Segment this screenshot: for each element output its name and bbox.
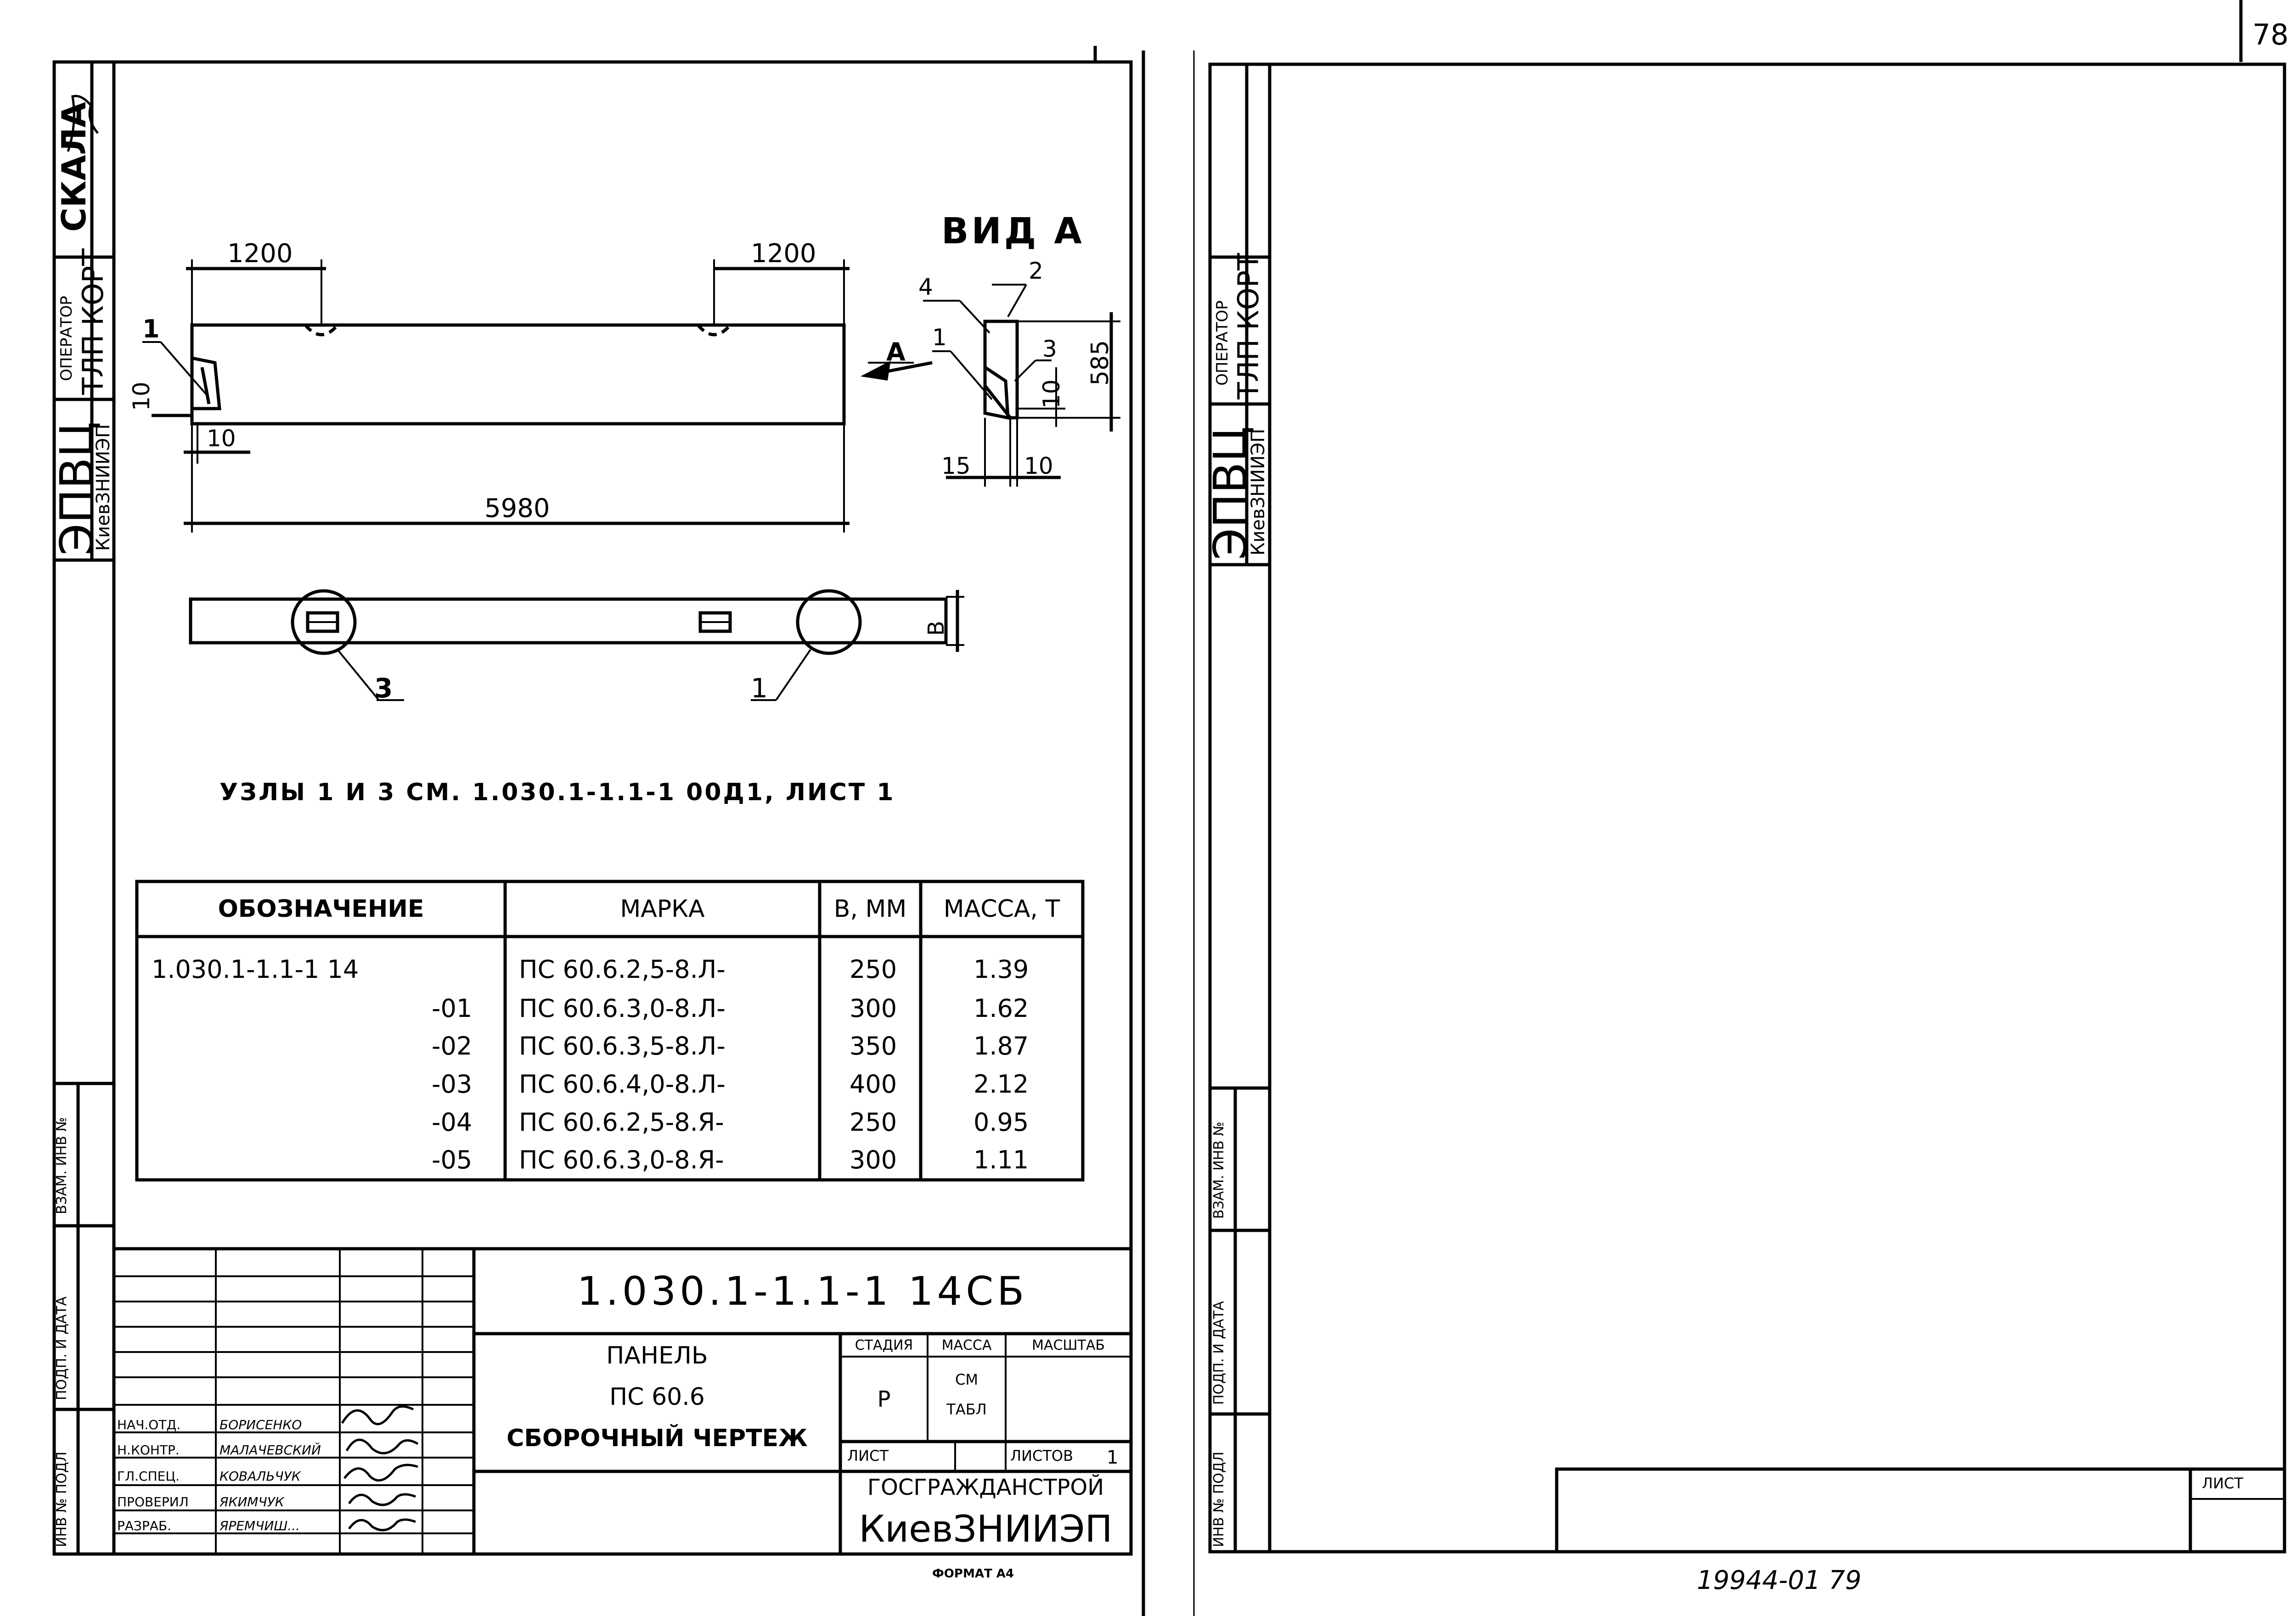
listov-value: 1: [1107, 1447, 1119, 1468]
nodes-note: УЗЛЫ 1 И 3 СМ. 1.030.1-1.1-1 00Д1, ЛИСТ …: [219, 779, 895, 806]
list-header: ЛИСТ: [847, 1447, 889, 1464]
row-mass: 1.62: [974, 994, 1029, 1023]
dim-b: В: [923, 621, 949, 636]
table-header-mark: МАРКА: [620, 895, 705, 923]
row-mark: ПС 60.6.2,5-8.Я-: [519, 1108, 724, 1137]
callout-3-plan: 3: [374, 673, 393, 704]
massa-header: МАССА: [941, 1337, 992, 1353]
role-label: РАЗРАБ.: [117, 1518, 172, 1533]
row-code: -05: [432, 1145, 473, 1174]
stamp-operator: ОПЕРАТОР: [57, 296, 76, 381]
row-b: 350: [850, 1032, 897, 1060]
row-code: -01: [432, 994, 473, 1023]
row-mass: 1.39: [974, 955, 1029, 984]
row-b: 250: [850, 955, 897, 984]
callout-3-view-a: 3: [1042, 336, 1057, 362]
stadia-header: СТАДИЯ: [855, 1337, 913, 1353]
stadia-value: Р: [877, 1386, 891, 1412]
stamp-podp-data: ПОДП. И ДАТА: [1211, 1301, 1227, 1405]
massa-value-line2: ТАБЛ: [946, 1401, 987, 1418]
row-mass: 1.87: [974, 1032, 1029, 1060]
person-name: КОВАЛЬЧУК: [219, 1469, 301, 1484]
callout-1-elevation: 1: [142, 314, 160, 343]
massa-value-line1: СМ: [955, 1371, 978, 1388]
table-header-b: В, ММ: [833, 895, 907, 923]
dim-10-vertical: 10: [128, 382, 155, 411]
table-header-mass: МАССА, Т: [943, 895, 1060, 923]
row-mark: ПС 60.6.3,0-8.Я-: [519, 1145, 724, 1174]
row-b: 400: [850, 1070, 897, 1099]
person-name: ЯРЕМЧИШ...: [219, 1518, 300, 1533]
row-mark: ПС 60.6.3,0-8.Л-: [519, 994, 726, 1023]
table-header-code: ОБОЗНАЧЕНИЕ: [218, 895, 424, 923]
dim-10-view-a: 10: [1038, 379, 1065, 409]
row-mark: ПС 60.6.3,5-8.Л-: [519, 1032, 726, 1060]
row-b: 300: [850, 994, 897, 1023]
dim-10-bottom: 10: [1024, 453, 1053, 479]
stamp-kiev: КиевЗНИИЭП: [93, 424, 114, 551]
stamp-vzam-inv: ВЗАМ. ИНВ №: [54, 1117, 70, 1214]
dim-10-horizontal: 10: [207, 425, 236, 452]
title-name-line1: ПАНЕЛЬ: [606, 1341, 708, 1369]
arrow-a-label: А: [886, 337, 906, 366]
stamp-vzam-inv: ВЗАМ. ИНВ №: [1211, 1122, 1227, 1219]
stamp-kiev: КиевЗНИИЭП: [1248, 428, 1269, 556]
role-label: ПРОВЕРИЛ: [117, 1494, 189, 1509]
handwritten-sheet-number: 19944-01 79: [1697, 1566, 1862, 1595]
person-name: БОРИСЕНКО: [219, 1417, 302, 1432]
document-code: 1.030.1-1.1-1 14СБ: [577, 1268, 1028, 1314]
dim-1200-right: 1200: [751, 239, 816, 269]
row-code: -04: [432, 1108, 473, 1137]
right-list-label: ЛИСТ: [2202, 1475, 2243, 1492]
row-code: -02: [432, 1032, 473, 1060]
row-mass: 2.12: [974, 1070, 1029, 1099]
row-code: -03: [432, 1070, 473, 1099]
stamp-inv-podl: ИНВ № ПОДЛ: [1211, 1451, 1227, 1547]
organization-line2: КиевЗНИИЭП: [859, 1507, 1113, 1550]
title-name-line2: ПС 60.6: [609, 1383, 705, 1411]
dim-15: 15: [941, 453, 971, 479]
row-mark: ПС 60.6.4,0-8.Л-: [519, 1070, 726, 1099]
role-label: Н.КОНТР.: [117, 1442, 180, 1458]
callout-4: 4: [918, 274, 933, 300]
stamp-inv-podl: ИНВ № ПОДЛ: [54, 1451, 70, 1547]
callout-1-plan: 1: [751, 673, 768, 704]
stamp-tlp-kort: ТЛП КОРТ: [76, 248, 110, 395]
stamp-skala: СКАЛА: [55, 102, 93, 232]
stamp-operator: ОПЕРАТОР: [1213, 300, 1232, 386]
page-number: 78: [2252, 18, 2289, 51]
person-name: МАЛАЧЕВСКИЙ: [219, 1442, 321, 1458]
organization-line1: ГОСГРАЖДАНСТРОЙ: [867, 1475, 1104, 1500]
row-mark: ПС 60.6.2,5-8.Л-: [519, 955, 726, 984]
person-name: ЯКИМЧУК: [219, 1494, 284, 1509]
row-mass: 0.95: [974, 1108, 1029, 1137]
masshtab-header: МАСШТАБ: [1032, 1337, 1105, 1353]
format-label: ФОРМАТ А4: [932, 1567, 1014, 1581]
title-name-line3: СБОРОЧНЫЙ ЧЕРТЕЖ: [506, 1424, 808, 1452]
stamp-tlp-kort: ТЛП КОРТ: [1232, 253, 1265, 399]
listov-header: ЛИСТОВ: [1010, 1447, 1074, 1464]
role-label: НАЧ.ОТД.: [117, 1417, 181, 1432]
dim-1200-left: 1200: [227, 239, 293, 269]
view-a-title: ВИД А: [941, 211, 1085, 252]
row-b: 250: [850, 1108, 897, 1137]
stamp-epvc: ЭПВЦ: [1204, 426, 1257, 560]
dim-5980: 5980: [484, 494, 550, 523]
role-label: ГЛ.СПЕЦ.: [117, 1469, 180, 1484]
callout-1-view-a: 1: [932, 324, 947, 351]
dim-585: 585: [1086, 340, 1114, 386]
row-b: 300: [850, 1145, 897, 1174]
stamp-podp-data: ПОДП. И ДАТА: [54, 1296, 70, 1400]
row-mass: 1.11: [974, 1145, 1029, 1174]
row-code: 1.030.1-1.1-1 14: [152, 955, 359, 984]
callout-2: 2: [1029, 258, 1043, 284]
